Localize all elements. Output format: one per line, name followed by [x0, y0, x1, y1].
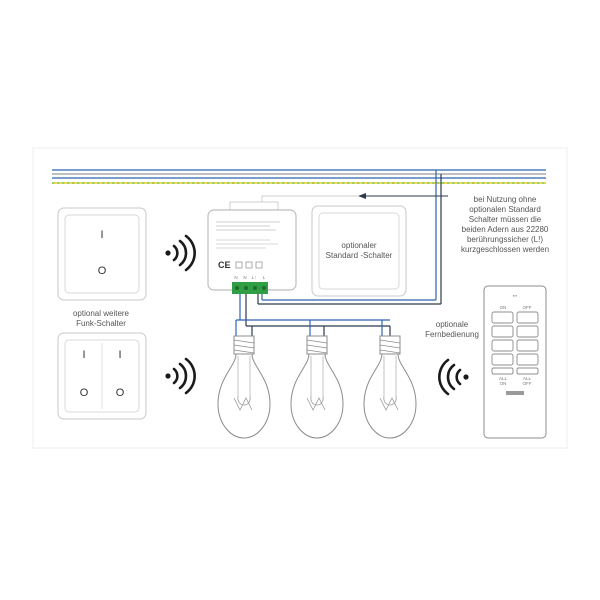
bulb-wires — [235, 290, 391, 336]
wireless-signal-icon — [165, 357, 196, 395]
remote-button-off-3[interactable] — [516, 339, 539, 352]
remote-button-all-on[interactable] — [491, 367, 514, 375]
switch-double-right-off: O — [116, 387, 125, 399]
note-line1: bei Nutzung ohne — [474, 195, 537, 204]
label-standard-schalter-line1: optionaler — [341, 241, 376, 250]
note-line2: optionalen Standard — [469, 205, 541, 214]
switch-single-off-symbol: O — [98, 265, 107, 277]
bus-wires — [52, 169, 546, 184]
remote-button-on-1[interactable] — [491, 311, 514, 324]
remote-brand-logo — [506, 391, 524, 395]
remote-control: ▪▪▪ ON OFF ALL ON ALL OFF — [483, 285, 547, 439]
remote-button-on-3[interactable] — [491, 339, 514, 352]
switch-double-right-on: I — [118, 349, 121, 361]
remote-button-off-1[interactable] — [516, 311, 539, 324]
label-funk-schalter-line2: Funk-Schalter — [76, 319, 126, 328]
funk-switch-single: I O — [57, 207, 147, 301]
switch-double-left-off: O — [80, 387, 89, 399]
label-standard-schalter-line2: Standard -Schalter — [326, 251, 393, 260]
label-funk-schalter-line1: optional weitere — [73, 309, 130, 318]
light-bulb — [217, 335, 271, 439]
note-line3: Schalter müssen die — [469, 215, 542, 224]
light-bulb — [290, 335, 344, 439]
remote-all-off-label-2: OFF — [523, 381, 532, 386]
standard-switch: optionaler Standard -Schalter — [311, 205, 407, 297]
switch-single-on-symbol: I — [100, 229, 103, 241]
drop-wires — [257, 170, 448, 305]
funk-switch-double: I O I O — [57, 332, 147, 420]
light-bulb — [363, 335, 417, 439]
wireless-signal-icon — [165, 234, 196, 272]
remote-on-label: ON — [500, 305, 507, 310]
wireless-signal-icon — [438, 358, 469, 396]
ce-mark: CE — [218, 260, 231, 270]
remote-all-on-label-1: ALL — [499, 376, 508, 381]
remote-all-on-label-2: ON — [500, 381, 507, 386]
receiver-module: CE N N L↑ L — [207, 201, 297, 294]
terminal-label-4: L — [263, 275, 266, 280]
remote-button-all-off[interactable] — [516, 367, 539, 375]
note-line4: beiden Adern aus 22280 — [462, 225, 549, 234]
terminal-label-3: L↑ — [252, 275, 257, 280]
wiring-note: bei Nutzung ohne optionalen Standard Sch… — [461, 195, 549, 254]
note-line6: kurzgeschlossen werden — [461, 245, 549, 254]
remote-button-off-2[interactable] — [516, 325, 539, 338]
terminal-label-2: N — [243, 275, 246, 280]
remote-button-off-4[interactable] — [516, 353, 539, 366]
remote-top-indicator: ▪▪▪ — [513, 293, 518, 298]
terminal-label-1: N — [234, 275, 237, 280]
remote-off-label: OFF — [523, 305, 532, 310]
remote-all-off-label-1: ALL — [523, 376, 532, 381]
label-fernbedienung-line1: optionale — [436, 320, 469, 329]
note-line5: berührungssicher (L!) — [467, 235, 543, 244]
remote-button-on-4[interactable] — [491, 353, 514, 366]
remote-button-on-2[interactable] — [491, 325, 514, 338]
label-fernbedienung-line2: Fernbedienung — [425, 330, 479, 339]
switch-double-left-on: I — [82, 349, 85, 361]
